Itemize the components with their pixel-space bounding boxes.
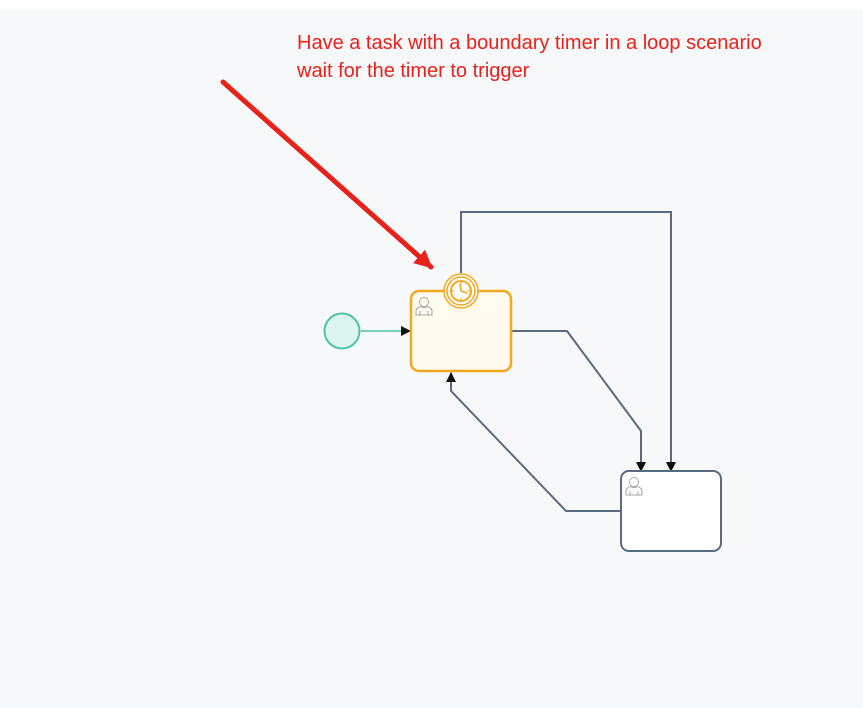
start-event[interactable] [323, 312, 361, 350]
user-task-active[interactable] [409, 289, 513, 373]
annotation-arrow [220, 79, 434, 270]
sequence-flow-task2-to-task1[interactable] [446, 372, 621, 512]
user-icon [415, 297, 433, 316]
annotation-line-1: Have a task with a boundary timer in a l… [297, 32, 762, 54]
sequence-flow-timer-to-task2[interactable] [460, 211, 676, 472]
clock-icon [450, 280, 472, 302]
boundary-timer-event[interactable] [443, 273, 479, 309]
annotation-text: Have a task with a boundary timer in a l… [297, 29, 857, 85]
user-task[interactable] [620, 470, 722, 552]
annotation-line-2: wait for the timer to trigger [297, 60, 530, 82]
user-icon [625, 477, 643, 496]
sequence-flow-task1-to-task2[interactable] [512, 330, 646, 472]
